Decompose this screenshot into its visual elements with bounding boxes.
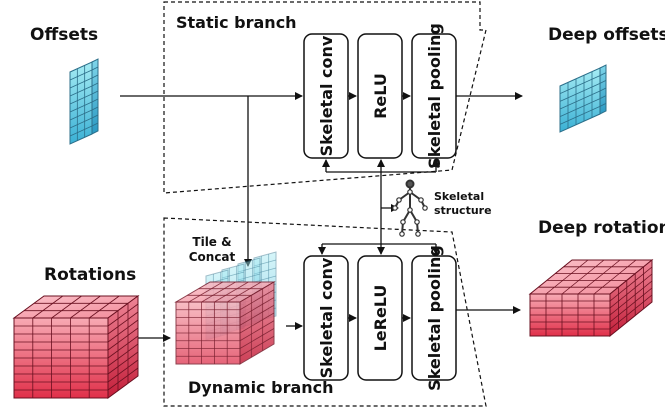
- tensor-grid-line: [107, 335, 139, 359]
- tile-concat-label-1: Tile &: [192, 235, 231, 249]
- tensor-grid-line: [107, 303, 139, 327]
- tensor-grid-line: [51, 295, 82, 319]
- offsets-label: Offsets: [30, 25, 98, 45]
- static-branch-label: Static branch: [176, 13, 297, 32]
- tensor-grid-line: [609, 280, 653, 316]
- tensor-grid-line: [545, 259, 589, 295]
- tensor-face: [91, 58, 99, 135]
- tensor-grid-line: [226, 281, 262, 303]
- tensor-grid-line: [239, 335, 275, 357]
- tensor-grid-line: [188, 281, 224, 303]
- tensor-grid-line: [91, 66, 99, 71]
- tensor-grid-line: [201, 281, 236, 303]
- tensor-grid-line: [561, 259, 605, 295]
- tensor-grid-line: [107, 351, 139, 375]
- tensor-grid-line: [107, 327, 139, 351]
- tile-concat-label-2: Concat: [189, 250, 236, 264]
- tensor-grid-line: [599, 79, 607, 84]
- tensor-grid-line: [239, 312, 275, 334]
- tensor-grid-line: [69, 69, 93, 81]
- tensor-grid-line: [239, 297, 275, 318]
- tensor-grid-line: [91, 90, 99, 95]
- tensor-grid-line: [239, 328, 275, 349]
- skeletal-structure-label-1: Skeletal: [434, 190, 484, 203]
- static-skeletal-pooling-label: Skeletal pooling: [425, 23, 444, 169]
- static-branch-region: [163, 1, 487, 194]
- dynamic-skeletal-conv-label: Skeletal conv: [317, 257, 336, 378]
- tensor-grid-line: [107, 367, 139, 391]
- skeleton-icon: [392, 179, 428, 237]
- tensor-grid-line: [91, 74, 99, 79]
- tensor-grid-line: [32, 295, 64, 319]
- rotations-tensor: [12, 295, 140, 399]
- tensor-grid-line: [559, 75, 601, 95]
- tensor-grid-line: [559, 98, 601, 118]
- tensor-grid-line: [609, 294, 653, 330]
- offsets-tensor: [69, 58, 99, 145]
- tensor-grid-line: [214, 281, 249, 303]
- deep-offsets-label: Deep offsets: [548, 25, 665, 45]
- tensor-grid-line: [107, 311, 139, 335]
- tensor-grid-line: [239, 320, 275, 342]
- dynamic-branch-label: Dynamic branch: [188, 378, 334, 397]
- tensor-grid-line: [599, 95, 607, 100]
- tensor-grid-line: [91, 122, 99, 127]
- tensor-grid-line: [70, 295, 101, 319]
- dynamic-ops: Skeletal conv LeReLU Skeletal pooling: [303, 245, 457, 391]
- tensor-grid-line: [88, 295, 120, 319]
- deep-rotations-label: Deep rotations: [538, 218, 665, 238]
- tensor-grid-line: [239, 304, 275, 326]
- tensor-face: [69, 61, 93, 145]
- tensor-grid-line: [559, 82, 601, 102]
- tensor-grid-line: [599, 72, 607, 77]
- dynamic-skeletal-pooling-label: Skeletal pooling: [425, 245, 444, 391]
- dynamic-branch-region: [163, 217, 487, 407]
- tensor-grid-line: [69, 77, 93, 89]
- static-relu-label: ReLU: [371, 73, 390, 119]
- rotations-label: Rotations: [44, 265, 136, 285]
- tensor-grid-line: [609, 266, 653, 302]
- tensor-grid-line: [69, 85, 93, 97]
- static-skeletal-conv-label: Skeletal conv: [317, 35, 336, 156]
- tensor-grid-line: [593, 259, 637, 295]
- tensor-grid-line: [577, 259, 621, 295]
- tile-concat-tensor: [174, 251, 277, 365]
- tensor-grid-line: [107, 359, 139, 383]
- tensor-grid-line: [91, 82, 99, 87]
- skeletal-structure-label-2: structure: [434, 204, 492, 217]
- tensor-grid-line: [91, 98, 99, 103]
- tensor-grid-line: [609, 273, 653, 309]
- dynamic-skeletal-pooling-box: [411, 255, 457, 381]
- tensor-grid-line: [69, 109, 93, 121]
- deep-rotations-tensor: [528, 258, 654, 338]
- tensor-grid-line: [91, 114, 99, 119]
- tensor-grid-line: [91, 106, 99, 111]
- static-ops: Skeletal conv ReLU Skeletal pooling: [303, 23, 457, 169]
- deep-offsets-tensor: [559, 64, 607, 133]
- tensor-grid-line: [239, 289, 275, 311]
- dynamic-lerelu-label: LeReLU: [371, 285, 390, 352]
- tensor-grid-line: [69, 101, 93, 113]
- tensor-grid-line: [599, 87, 607, 92]
- tensor-grid-line: [609, 287, 653, 323]
- tensor-grid-line: [69, 93, 93, 105]
- tensor-grid-line: [559, 90, 601, 110]
- connectors: [120, 92, 523, 342]
- tensor-grid-line: [107, 343, 139, 367]
- tensor-grid-line: [599, 102, 607, 107]
- tensor-grid-line: [69, 125, 93, 137]
- tensor-grid-line: [559, 105, 601, 125]
- tensor-grid-line: [107, 319, 139, 343]
- tensor-grid-line: [69, 117, 93, 129]
